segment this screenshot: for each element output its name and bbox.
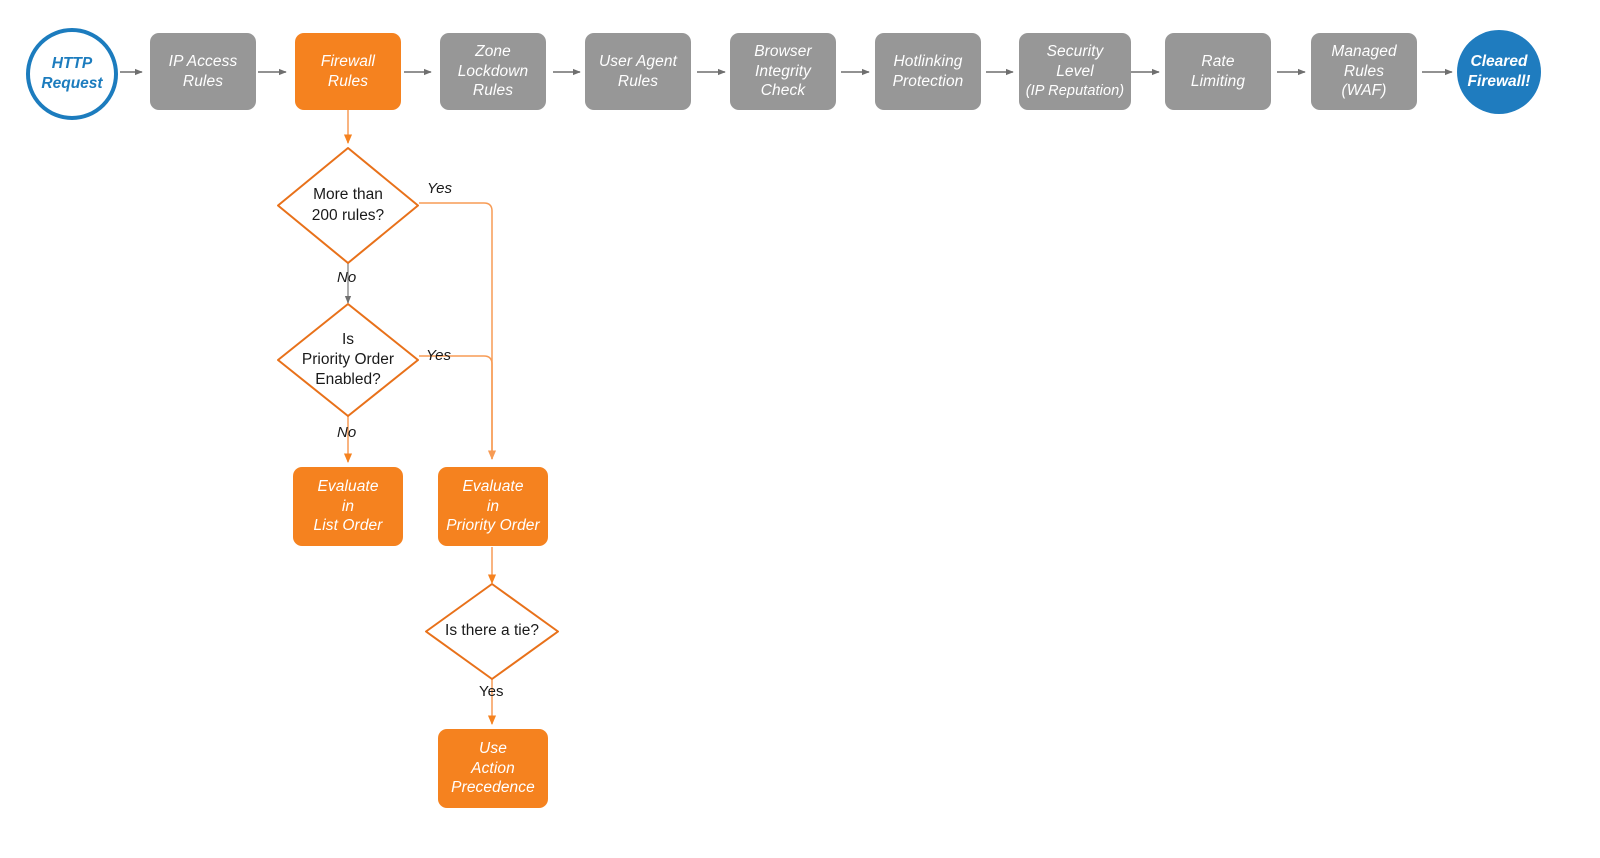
- text-line: (IP Reputation): [1025, 83, 1125, 100]
- node-http-request[interactable]: HTTP Request: [26, 28, 118, 120]
- text-line: HTTP: [51, 55, 93, 73]
- text-line: 200 rules?: [311, 206, 385, 224]
- edge-label-yes-tie: Yes: [479, 683, 504, 700]
- node-security-level-label: Security Level (IP Reputation): [1026, 42, 1124, 100]
- text-line: in: [341, 497, 355, 515]
- text-line: Rules: [182, 72, 224, 90]
- node-cleared-firewall-label: Cleared Firewall!: [1468, 52, 1531, 91]
- text-line: Rules: [1343, 62, 1385, 80]
- text-line: Hotlinking: [893, 52, 963, 70]
- text-line: (WAF): [1341, 82, 1387, 100]
- edge-priority-yes: [419, 355, 493, 459]
- text-line: Use: [479, 739, 507, 757]
- decision-text: Is Priority Order Enabled?: [302, 330, 394, 390]
- text-line: Precedence: [451, 779, 535, 797]
- text-line: Integrity: [754, 62, 812, 80]
- node-rate-limiting-label: Rate Limiting: [1191, 52, 1245, 92]
- node-ip-access-rules-label: IP Access Rules: [169, 52, 238, 92]
- text-line: Evaluate: [317, 477, 379, 495]
- edge-200-yes: [419, 202, 497, 460]
- text-line: More than: [313, 186, 383, 204]
- decision-more-than-200-rules: [277, 147, 419, 264]
- branch-connectors: Is Priority Order Enabled? --> down to P…: [343, 110, 497, 725]
- decision-label-is-priority-order-enabled: Is Priority Order Enabled?: [278, 304, 418, 416]
- decision-text: More than 200 rules?: [312, 185, 384, 225]
- edge-label-no-priority: No: [337, 424, 357, 441]
- text-line: Browser: [754, 42, 812, 60]
- node-rate-limiting[interactable]: Rate Limiting: [1165, 33, 1271, 110]
- node-user-agent-rules[interactable]: User Agent Rules: [585, 33, 691, 110]
- node-security-level[interactable]: Security Level (IP Reputation): [1019, 33, 1131, 110]
- node-evaluate-in-list-order-label: Evaluate in List Order: [313, 477, 382, 536]
- text-line: Level: [1056, 63, 1094, 81]
- node-hotlinking-protection[interactable]: Hotlinking Protection: [875, 33, 981, 110]
- text-line: Rules: [472, 82, 514, 100]
- node-use-action-precedence-label: Use Action Precedence: [451, 739, 535, 798]
- text-line: Security: [1046, 43, 1104, 61]
- text-line: Action: [471, 759, 515, 777]
- node-hotlinking-protection-label: Hotlinking Protection: [893, 52, 964, 92]
- decision-label-more-than-200-rules: More than 200 rules?: [278, 148, 418, 263]
- text-line: Check: [760, 82, 806, 100]
- node-use-action-precedence[interactable]: Use Action Precedence: [438, 729, 548, 808]
- node-evaluate-in-list-order[interactable]: Evaluate in List Order: [293, 467, 403, 546]
- node-managed-rules-waf-label: Managed Rules (WAF): [1331, 42, 1396, 101]
- text-line: List Order: [313, 517, 383, 535]
- text-line: Zone: [475, 42, 511, 60]
- text-line: Rate: [1201, 52, 1235, 70]
- text-line: Limiting: [1190, 72, 1246, 90]
- text-line: Cleared: [1470, 53, 1528, 71]
- node-cleared-firewall[interactable]: Cleared Firewall!: [1457, 30, 1541, 114]
- text-line: Priority Order: [301, 350, 395, 368]
- text-line: Is there a tie?: [445, 622, 539, 640]
- text-line: Enabled?: [315, 371, 381, 389]
- node-evaluate-in-priority-order-label: Evaluate in Priority Order: [446, 477, 540, 536]
- decision-shapes: [277, 147, 559, 680]
- text-line: Is: [341, 330, 355, 348]
- text-line: User Agent: [599, 52, 677, 70]
- edge-label-yes-priority: Yes: [426, 347, 452, 364]
- node-zone-lockdown-rules[interactable]: Zone Lockdown Rules: [440, 33, 546, 110]
- text-line: Lockdown: [457, 62, 529, 80]
- text-line: Managed: [1331, 42, 1397, 60]
- text-line: IP Access: [168, 52, 238, 70]
- decision-is-there-a-tie: [425, 583, 559, 680]
- node-http-request-label: HTTP Request: [41, 54, 102, 93]
- decision-is-priority-order-enabled: [277, 303, 419, 417]
- node-evaluate-in-priority-order[interactable]: Evaluate in Priority Order: [438, 467, 548, 546]
- text-line: Evaluate: [462, 477, 524, 495]
- text-line: Rules: [327, 72, 369, 90]
- node-ip-access-rules[interactable]: IP Access Rules: [150, 33, 256, 110]
- node-managed-rules-waf[interactable]: Managed Rules (WAF): [1311, 33, 1417, 110]
- text-line: Request: [41, 75, 103, 92]
- text-line: in: [486, 497, 500, 515]
- node-browser-integrity-check-label: Browser Integrity Check: [754, 42, 812, 101]
- node-user-agent-rules-label: User Agent Rules: [599, 52, 677, 92]
- edge-label-no-200: No: [337, 269, 357, 286]
- text-line: Firewall: [320, 52, 376, 70]
- edge-label-yes-200: Yes: [427, 180, 453, 197]
- node-firewall-rules[interactable]: Firewall Rules: [295, 33, 401, 110]
- text-line: Firewall!: [1467, 73, 1531, 90]
- decision-text: Is there a tie?: [445, 621, 539, 641]
- text-line: Rules: [617, 72, 659, 90]
- text-line: Protection: [892, 72, 964, 90]
- text-line: Priority Order: [446, 517, 540, 535]
- node-firewall-rules-label: Firewall Rules: [321, 52, 375, 92]
- node-zone-lockdown-rules-label: Zone Lockdown Rules: [458, 42, 529, 101]
- node-browser-integrity-check[interactable]: Browser Integrity Check: [730, 33, 836, 110]
- decision-label-is-there-a-tie: Is there a tie?: [426, 584, 558, 679]
